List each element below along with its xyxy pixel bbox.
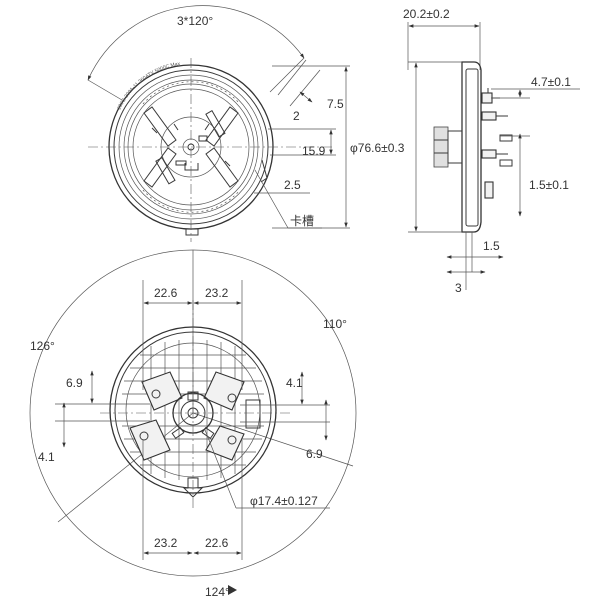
left-4-1: 4.1 xyxy=(38,450,55,464)
base-terminals xyxy=(129,371,261,461)
side-view: 20.2±0.2 4.7±0.1 xyxy=(403,7,580,295)
side-width: 20.2±0.2 xyxy=(403,7,450,21)
dim-15-9: 15.9 xyxy=(302,144,326,158)
dim-3: 3 xyxy=(455,281,462,295)
angle-126: 126° xyxy=(30,339,55,353)
dim-2: 2 xyxy=(293,109,300,123)
top-23-2: 23.2 xyxy=(205,286,229,300)
bottom-22-6: 22.6 xyxy=(205,536,229,550)
top-22-6: 22.6 xyxy=(154,286,178,300)
diameter-inner: φ17.4±0.127 xyxy=(250,494,318,508)
dim-4-7: 4.7±0.1 xyxy=(531,75,571,89)
angle-arc-120 xyxy=(87,5,305,81)
angle-110: 110° xyxy=(323,317,347,331)
bottom-23-2: 23.2 xyxy=(154,536,178,550)
dim-2-5: 2.5 xyxy=(284,178,301,192)
angle-124: 124° xyxy=(205,585,230,599)
dim-1-5: 1.5 xyxy=(483,239,500,253)
bottom-view: 22.6 23.2 23.2 22.6 6.9 4.1 4.1 6.9 φ17.… xyxy=(29,249,357,599)
top-view: 3*120° 200G 200A-11 360ATV 5000C Max xyxy=(87,5,405,242)
groove-label: 卡槽 xyxy=(290,214,314,228)
left-6-9: 6.9 xyxy=(66,376,83,390)
rim-tab xyxy=(185,228,199,236)
dim-7-5: 7.5 xyxy=(327,97,344,111)
right-4-1: 4.1 xyxy=(286,376,303,390)
dim-1-5-tol: 1.5±0.1 xyxy=(529,178,569,192)
side-terminals xyxy=(433,88,513,199)
top-view-terminals xyxy=(143,106,239,188)
side-body xyxy=(461,61,482,233)
right-6-9: 6.9 xyxy=(306,447,323,461)
orientation-arrow xyxy=(182,477,204,498)
top-angle-label: 3*120° xyxy=(177,14,213,28)
rim-text: 200G 200A-11 360ATV 5000C Max xyxy=(116,61,181,111)
diameter-outer: φ76.6±0.3 xyxy=(350,141,405,155)
